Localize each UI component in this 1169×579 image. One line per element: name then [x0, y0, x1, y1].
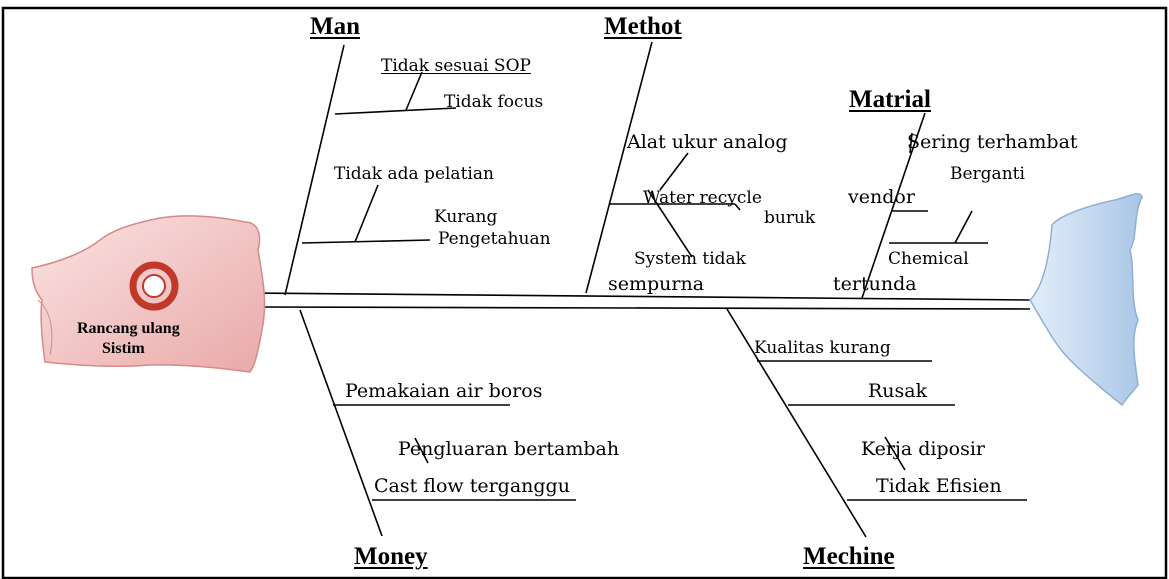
bone-matrial — [861, 112, 988, 299]
cause-mechine-3: Kerja diposir — [861, 438, 986, 460]
cause-man-4a: Kurang — [434, 207, 498, 227]
cause-man-3: Tidak ada pelatian — [334, 164, 494, 184]
cause-matrial-2a: Berganti — [950, 164, 1025, 184]
bone-money — [299, 309, 576, 537]
problem-label-line2: Sistim — [102, 340, 145, 357]
category-matrial: Matrial — [849, 86, 931, 113]
cause-matrial-2b: vendor — [848, 186, 915, 208]
fish-spine — [249, 292, 1031, 310]
cause-methot-2a: Water recycle — [643, 188, 762, 208]
bone-methot — [585, 41, 741, 294]
problem-label-line1: Rancang ulang — [77, 320, 180, 337]
category-mechine: Mechine — [803, 543, 895, 570]
cause-man-2: Tidak focus — [444, 92, 544, 112]
target-ring-icon — [129, 261, 179, 311]
cause-methot-3b: sempurna — [608, 273, 705, 295]
cause-matrial-3a: Chemical — [888, 249, 969, 269]
fish-tail-shape — [1029, 193, 1143, 407]
cause-man-1: Tidak sesuai SOP — [381, 56, 531, 76]
category-methot: Methot — [604, 13, 682, 40]
cause-money-2: Pengluaran bertambah — [398, 438, 620, 460]
cause-methot-3a: System tidak — [634, 249, 746, 269]
cause-mechine-4: Tidak Efisien — [876, 475, 1002, 497]
cause-mechine-1: Kualitas kurang — [754, 338, 891, 358]
cause-matrial-1: Sering terhambat — [907, 131, 1078, 153]
category-money: Money — [354, 543, 428, 570]
category-man: Man — [310, 13, 360, 40]
cause-man-4b: Pengetahuan — [438, 229, 551, 249]
bone-mechine — [726, 308, 1027, 538]
cause-money-1: Pemakaian air boros — [345, 380, 543, 402]
cause-methot-2b: buruk — [764, 208, 816, 228]
bone-man — [284, 44, 457, 296]
cause-matrial-3b: tertunda — [833, 273, 917, 295]
diagram-frame — [1, 6, 1168, 579]
cause-mechine-2: Rusak — [868, 380, 928, 402]
cause-money-3: Cast flow terganggu — [374, 475, 570, 497]
cause-methot-1: Alat ukur analog — [627, 131, 788, 153]
